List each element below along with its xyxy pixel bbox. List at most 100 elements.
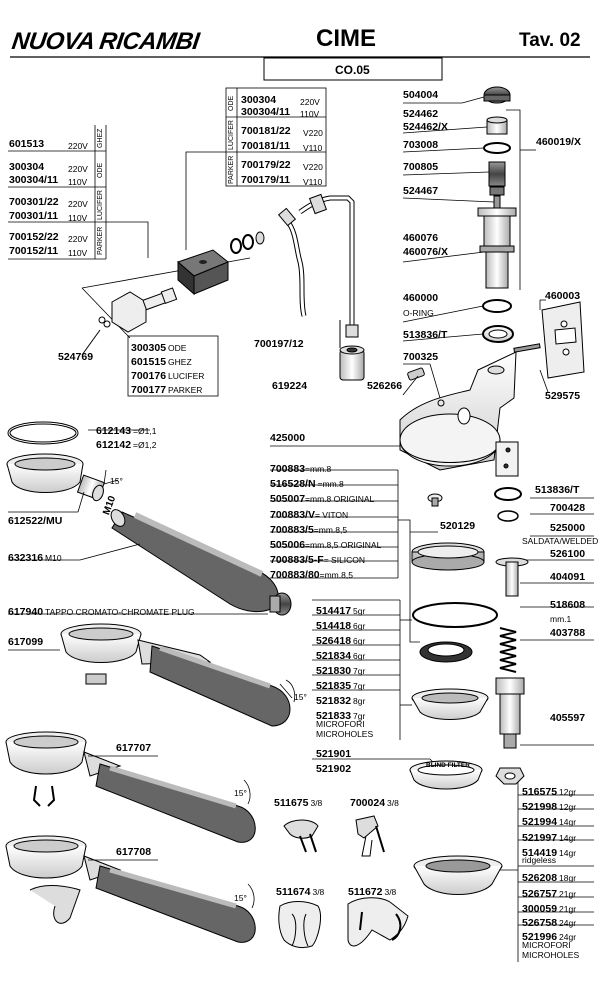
label-612522mu: 612522/MU bbox=[8, 515, 63, 527]
portafilter-double-drawing bbox=[5, 731, 256, 843]
part-voltage: 220V bbox=[68, 234, 88, 244]
gasket-row: 700883/5-F= SILICON bbox=[270, 554, 366, 566]
gasket-row: 505007=mm.8 ORIGINAL bbox=[270, 493, 375, 505]
brand-logo: NUOVA RICAMBI bbox=[10, 28, 201, 56]
portafilter-single-drawing bbox=[60, 623, 293, 727]
label-405597: 405597 bbox=[550, 712, 586, 724]
handle-drawing bbox=[110, 509, 279, 613]
label-504004: 504004 bbox=[403, 89, 439, 101]
part-row: 700152/11 bbox=[9, 245, 59, 257]
part-row: 700181/11 bbox=[241, 140, 291, 152]
part-voltage: 220V bbox=[68, 164, 88, 174]
label-404091: 404091 bbox=[550, 571, 586, 583]
part-row: 300304/11 bbox=[9, 174, 59, 186]
table-number: Tav. 02 bbox=[519, 30, 581, 51]
label-619224: 619224 bbox=[272, 380, 308, 392]
blind-filter-text: BLIND FILTER bbox=[426, 762, 470, 769]
lucifer-label: LUCIFER bbox=[228, 120, 235, 150]
ghez-label: GHEZ bbox=[97, 128, 104, 148]
fitting-drawing bbox=[339, 345, 365, 381]
microholes-note: MICROFORI bbox=[316, 719, 365, 729]
angle-label: 15° bbox=[110, 476, 123, 486]
label-700197: 700197/12 bbox=[254, 338, 304, 350]
label-oring: O-RING bbox=[403, 308, 434, 318]
model-code: CO.05 bbox=[335, 63, 370, 77]
label-526266: 526266 bbox=[367, 380, 403, 392]
part-voltage: 220V bbox=[68, 199, 88, 209]
microholes-note: MICROFORI bbox=[522, 940, 571, 950]
label-526100: 526100 bbox=[550, 548, 586, 560]
label-700805: 700805 bbox=[403, 161, 439, 173]
label-460000: 460000 bbox=[403, 292, 439, 304]
part-voltage: 220V bbox=[68, 141, 88, 151]
label-460076x: 460076/X bbox=[403, 246, 448, 258]
label-612143: 612143=Ø1,1 bbox=[96, 425, 157, 437]
label-521902: 521902 bbox=[316, 763, 352, 775]
label-617707: 617707 bbox=[116, 742, 152, 754]
label-524462x: 524462/X bbox=[403, 121, 448, 133]
label-460076: 460076 bbox=[403, 232, 439, 244]
part-voltage: V110 bbox=[303, 177, 323, 187]
part-voltage: 110V bbox=[300, 109, 320, 119]
angle-label: 15° bbox=[234, 893, 247, 903]
label-513836t: 513836/T bbox=[403, 329, 448, 341]
label-thickness: mm.1 bbox=[550, 614, 572, 624]
label-460003: 460003 bbox=[545, 290, 581, 302]
part-voltage: V220 bbox=[303, 128, 323, 138]
valve-stack-drawing bbox=[477, 86, 517, 343]
ridgeless-note: ridgeless bbox=[522, 855, 557, 865]
brand-name: NUOVA RICAMBI bbox=[10, 28, 201, 55]
microholes-note: MICROHOLES bbox=[522, 950, 580, 960]
label-403788: 403788 bbox=[550, 627, 586, 639]
label-612142: 612142=Ø1,2 bbox=[96, 439, 157, 451]
part-voltage: 110V bbox=[68, 213, 88, 223]
gasket-row: 700883/5=mm.8,5 bbox=[270, 524, 348, 536]
part-voltage: V110 bbox=[303, 143, 323, 153]
label-520129: 520129 bbox=[440, 520, 476, 532]
label-521901: 521901 bbox=[316, 748, 352, 760]
label-524467: 524467 bbox=[403, 185, 439, 197]
gasket-row: 700883/V= VITON bbox=[270, 509, 349, 521]
part-row: 300304/11 bbox=[241, 106, 291, 118]
gasket-row: 505006=mm.8,5 ORIGINAL bbox=[270, 539, 382, 551]
microholes-note: MICROHOLES bbox=[316, 729, 374, 739]
pipe-drawing bbox=[277, 193, 359, 348]
gasket-row: 700883/80=mm.8,5 bbox=[270, 569, 353, 581]
part-voltage: 110V bbox=[68, 177, 88, 187]
part-row: 700152/22 bbox=[9, 231, 59, 243]
label-524769: 524769 bbox=[58, 351, 94, 363]
part-row: 700179/11 bbox=[241, 174, 291, 186]
part-voltage: 110V bbox=[68, 248, 88, 258]
solenoid-coil-drawing bbox=[177, 231, 265, 296]
ode-label: ODE bbox=[228, 95, 235, 111]
label-700325: 700325 bbox=[403, 351, 439, 363]
label-518608: 518608 bbox=[550, 599, 586, 611]
part-row: 601513 bbox=[9, 138, 45, 150]
label-703008: 703008 bbox=[403, 139, 439, 151]
part-row: 700181/22 bbox=[241, 125, 291, 137]
bracket-drawing bbox=[513, 299, 585, 393]
label-529575: 529575 bbox=[545, 390, 581, 402]
label-525000: 525000 bbox=[550, 522, 586, 534]
gasket-row: 700883=mm.8 bbox=[270, 463, 332, 475]
